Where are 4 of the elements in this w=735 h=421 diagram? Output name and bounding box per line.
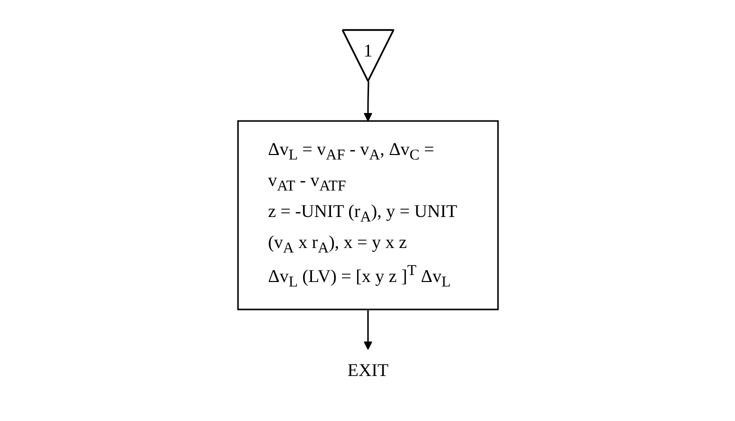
arrow [363,309,372,350]
arrow [363,81,372,122]
node-box: Δv$_{L}$ = v$_{AF}$ - v$_{A}$, Δv$_{C}$ = v$_{AT}$ - v$_{ATF}$ z = -UNIT (r$_{A}$), y = UNIT (v$_{A}$ x r$_{A}$), x = y x z Δv$_{L}$ (LV) = [x y z ]$^{T}$ Δv$_{L}$ [236,120,498,310]
node-text: EXIT [347,360,388,380]
